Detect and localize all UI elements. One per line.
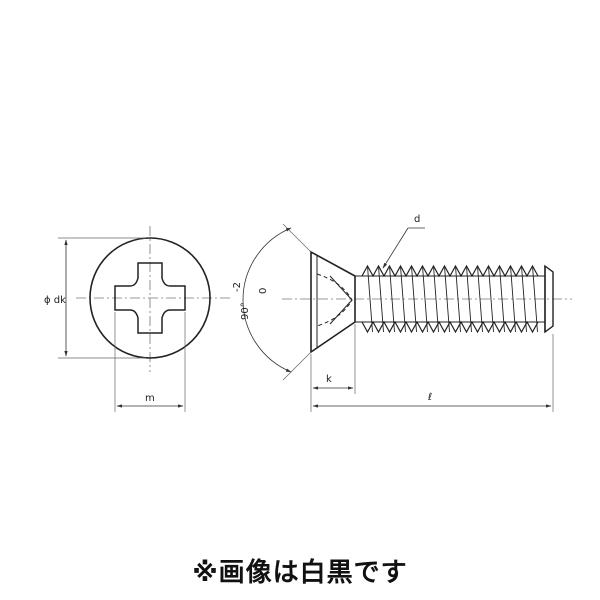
angle-tolerance-upper: -2 <box>232 282 243 292</box>
monochrome-notice: ※画像は白黒です <box>192 558 408 588</box>
thread-line <box>466 265 472 333</box>
m-label: m <box>145 393 155 404</box>
d-leader: d <box>382 214 425 269</box>
thread-line <box>499 265 505 333</box>
thread-pattern <box>361 264 539 334</box>
thread-line <box>510 265 516 333</box>
thread-crest-top <box>361 264 539 278</box>
angle-arc-arrow <box>242 227 292 373</box>
thread-line <box>367 265 373 333</box>
thread-line <box>378 265 384 333</box>
thread-line <box>444 265 450 333</box>
k-dimension: k <box>310 324 356 412</box>
dk-label: ϕ dk <box>44 295 66 306</box>
angle-tolerance-lower: 0 <box>258 288 269 294</box>
head-circle <box>89 237 211 359</box>
thread-crest-bottom <box>361 320 539 334</box>
dk-dimension: ϕ dk <box>44 237 146 359</box>
d-label: d <box>414 214 420 225</box>
recess-depth-line <box>329 275 353 325</box>
angle-dimension: 90° -2 0 <box>232 223 312 381</box>
thread-line <box>488 265 494 333</box>
screw-side-view <box>282 250 572 354</box>
m-dimension: m <box>114 312 186 412</box>
k-label: k <box>326 374 332 385</box>
thread-line <box>422 265 428 333</box>
thread-line <box>389 265 395 333</box>
thread-line <box>411 265 417 333</box>
thread-line <box>477 265 483 333</box>
phillips-cross-recess <box>114 262 186 334</box>
thread-line <box>455 265 461 333</box>
thread-line <box>433 265 439 333</box>
thread-line <box>532 265 538 333</box>
length-dimension: ℓ <box>312 334 554 412</box>
thread-line <box>400 265 406 333</box>
angle-label: 90° <box>240 302 251 320</box>
countersunk-head <box>310 250 356 354</box>
recess-hidden-line <box>316 273 353 327</box>
thread-line <box>521 265 527 333</box>
length-label: ℓ <box>428 392 432 403</box>
head-front-view <box>76 226 232 372</box>
